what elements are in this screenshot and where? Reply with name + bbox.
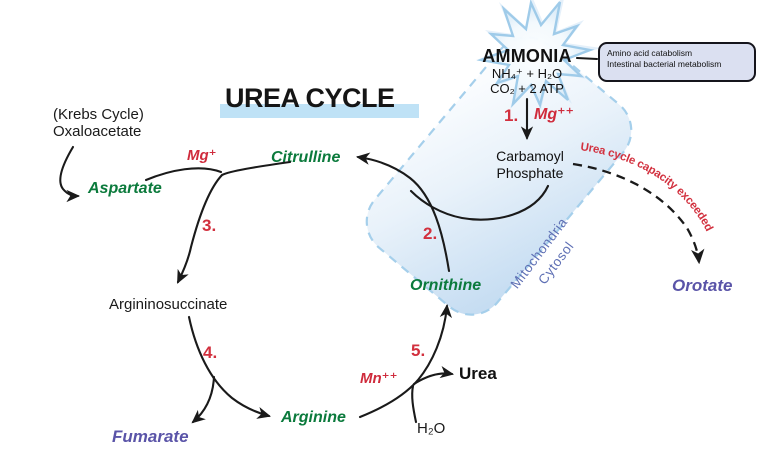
arrow-step-4 xyxy=(187,315,271,419)
overflow-label-text: Urea cycle capacity exceeded xyxy=(580,141,715,233)
callout-line-1: Amino acid catabolism xyxy=(607,48,693,58)
phosphate-line: Phosphate xyxy=(496,165,564,181)
overflow-label: Urea cycle capacity exceeded xyxy=(580,141,715,233)
ammonia-substrates-1: NH₄⁺ + H₂O xyxy=(491,65,563,81)
arrow-step-3 xyxy=(176,160,292,284)
arginine-label: Arginine xyxy=(281,409,346,426)
arrow-step-2 xyxy=(355,152,451,273)
ammonia-sources-callout: Amino acid catabolism Intestinal bacteri… xyxy=(598,42,756,82)
orotate-label: Orotate xyxy=(672,276,733,295)
arrow-oxaloacetate-to-aspartate xyxy=(59,145,81,203)
carbamoyl-phosphate-label: Carbamoyl Phosphate xyxy=(484,148,576,182)
overflow-text-path xyxy=(579,150,712,251)
cofactor-mg-step1: Mg⁺⁺ xyxy=(534,106,574,123)
arrow-fumarate-branch xyxy=(191,375,216,424)
page-title: UREA CYCLE xyxy=(225,83,395,113)
step-4-number: 4. xyxy=(203,343,218,362)
cofactor-mg-step3: Mg⁺ xyxy=(187,147,217,164)
h2o-label: H₂O xyxy=(417,420,446,437)
step-2-number: 2. xyxy=(423,224,438,243)
ammonia-substrates-2: CO₂ + 2 ATP xyxy=(490,80,564,96)
h2o-input-line xyxy=(411,384,418,424)
arrow-urea-branch xyxy=(412,366,455,386)
krebs-cycle-label: (Krebs Cycle) Oxaloacetate xyxy=(53,106,144,141)
fumarate-label: Fumarate xyxy=(112,427,189,446)
step-3-number: 3. xyxy=(202,216,217,235)
ammonia-block: AMMONIA NH₄⁺ + H₂O CO₂ + 2 ATP xyxy=(457,46,597,97)
carbamoyl-line: Carbamoyl xyxy=(496,148,564,164)
citrulline-label: Citrulline xyxy=(271,149,341,166)
urea-label: Urea xyxy=(459,364,497,383)
arrow-step-5 xyxy=(358,303,452,419)
carbamoyl-merge-line xyxy=(409,184,550,221)
callout-line-2: Intestinal bacterial metabolism xyxy=(607,59,722,69)
krebs-cycle-line: (Krebs Cycle) xyxy=(53,106,144,123)
step-1-number: 1. xyxy=(504,106,519,125)
cofactor-mn-step5: Mn⁺⁺ xyxy=(360,370,398,387)
aspartate-merge-line xyxy=(144,167,223,182)
arrow-overflow-to-orotate xyxy=(572,162,705,265)
oxaloacetate-label: Oxaloacetate xyxy=(53,123,142,141)
ammonia-title: AMMONIA xyxy=(482,46,572,66)
ornithine-label: Ornithine xyxy=(410,277,482,294)
step-5-number: 5. xyxy=(411,341,426,360)
argininosuccinate-label: Argininosuccinate xyxy=(109,296,228,313)
aspartate-label: Aspartate xyxy=(88,180,162,197)
